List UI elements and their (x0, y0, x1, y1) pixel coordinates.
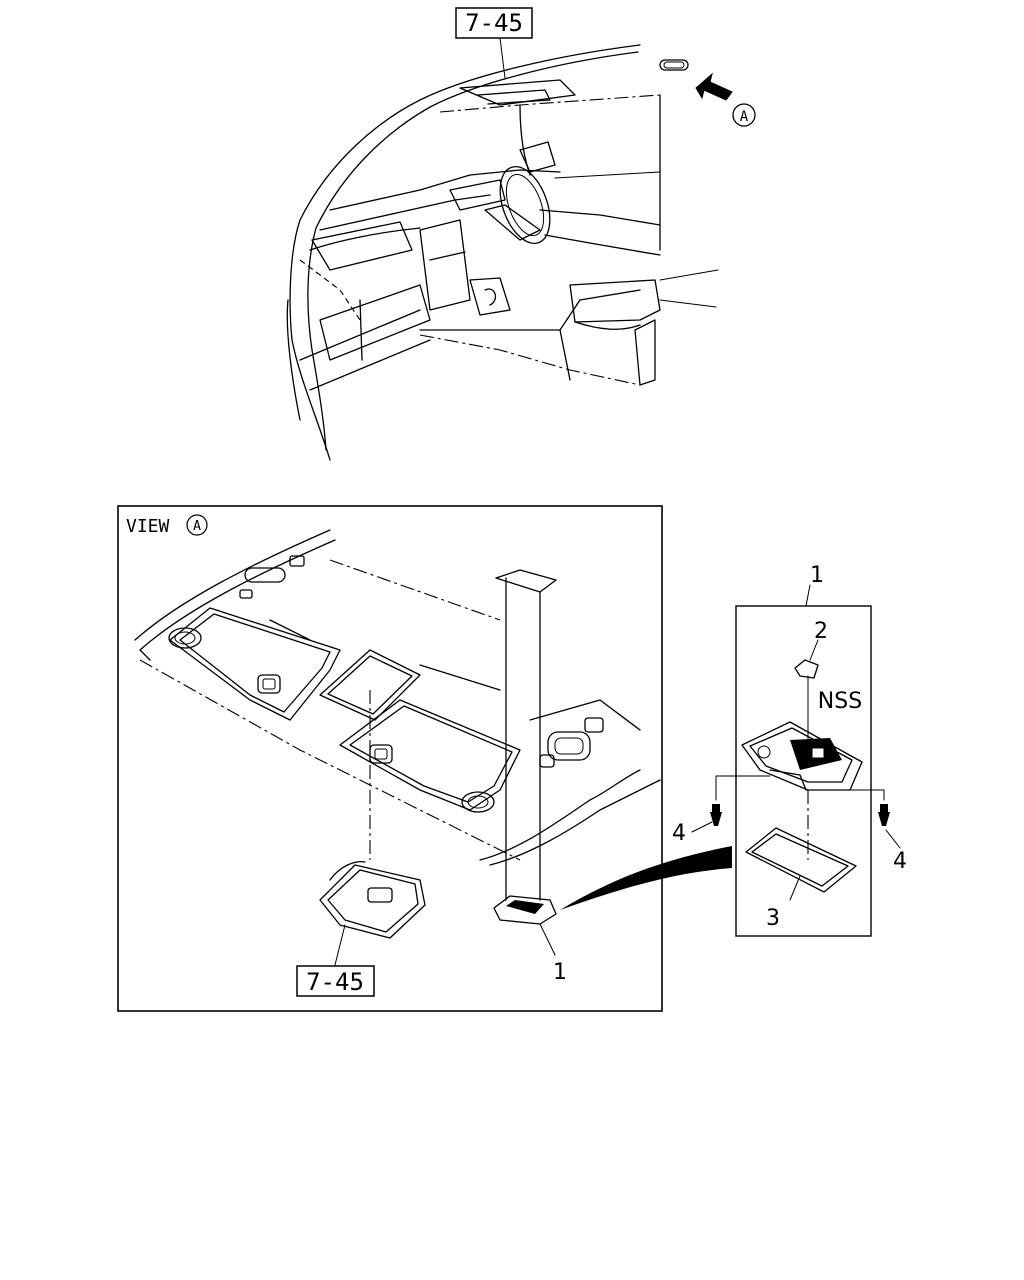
callout-1-main: 1 (553, 960, 567, 985)
steering-wheel-icon (499, 166, 551, 244)
detail-panel (735, 605, 872, 937)
ref-box-bottom (296, 965, 375, 997)
detail-connector-arrow (560, 846, 732, 910)
bulb-icon (794, 659, 819, 679)
view-title: VIEW (126, 516, 170, 537)
view-marker-label: A (740, 109, 749, 125)
headliner-illustration (134, 529, 661, 966)
overhead-lamp-icon (659, 59, 689, 71)
ref-box-top (455, 7, 533, 39)
view-title-circle (186, 514, 208, 536)
callout-1-leader (805, 584, 811, 607)
screw-left-icon (710, 804, 722, 826)
callout-4-right: 4 (893, 849, 907, 874)
nss-label: NSS (818, 689, 862, 714)
callout-2: 2 (814, 619, 828, 644)
callout-4-left: 4 (672, 821, 686, 846)
ref-label-bottom: 7-45 (306, 968, 364, 996)
callout-3: 3 (766, 906, 780, 931)
view-a-circle (732, 103, 756, 127)
callout-1-detail: 1 (810, 563, 824, 588)
vehicle-interior-illustration (286, 37, 719, 461)
screw-right-icon (878, 804, 890, 826)
view-title-marker: A (193, 519, 201, 534)
view-a-panel (117, 505, 663, 1012)
dome-lamp-exploded (691, 639, 901, 901)
ref-label-top: 7-45 (465, 9, 523, 37)
view-arrow-icon (695, 72, 756, 127)
